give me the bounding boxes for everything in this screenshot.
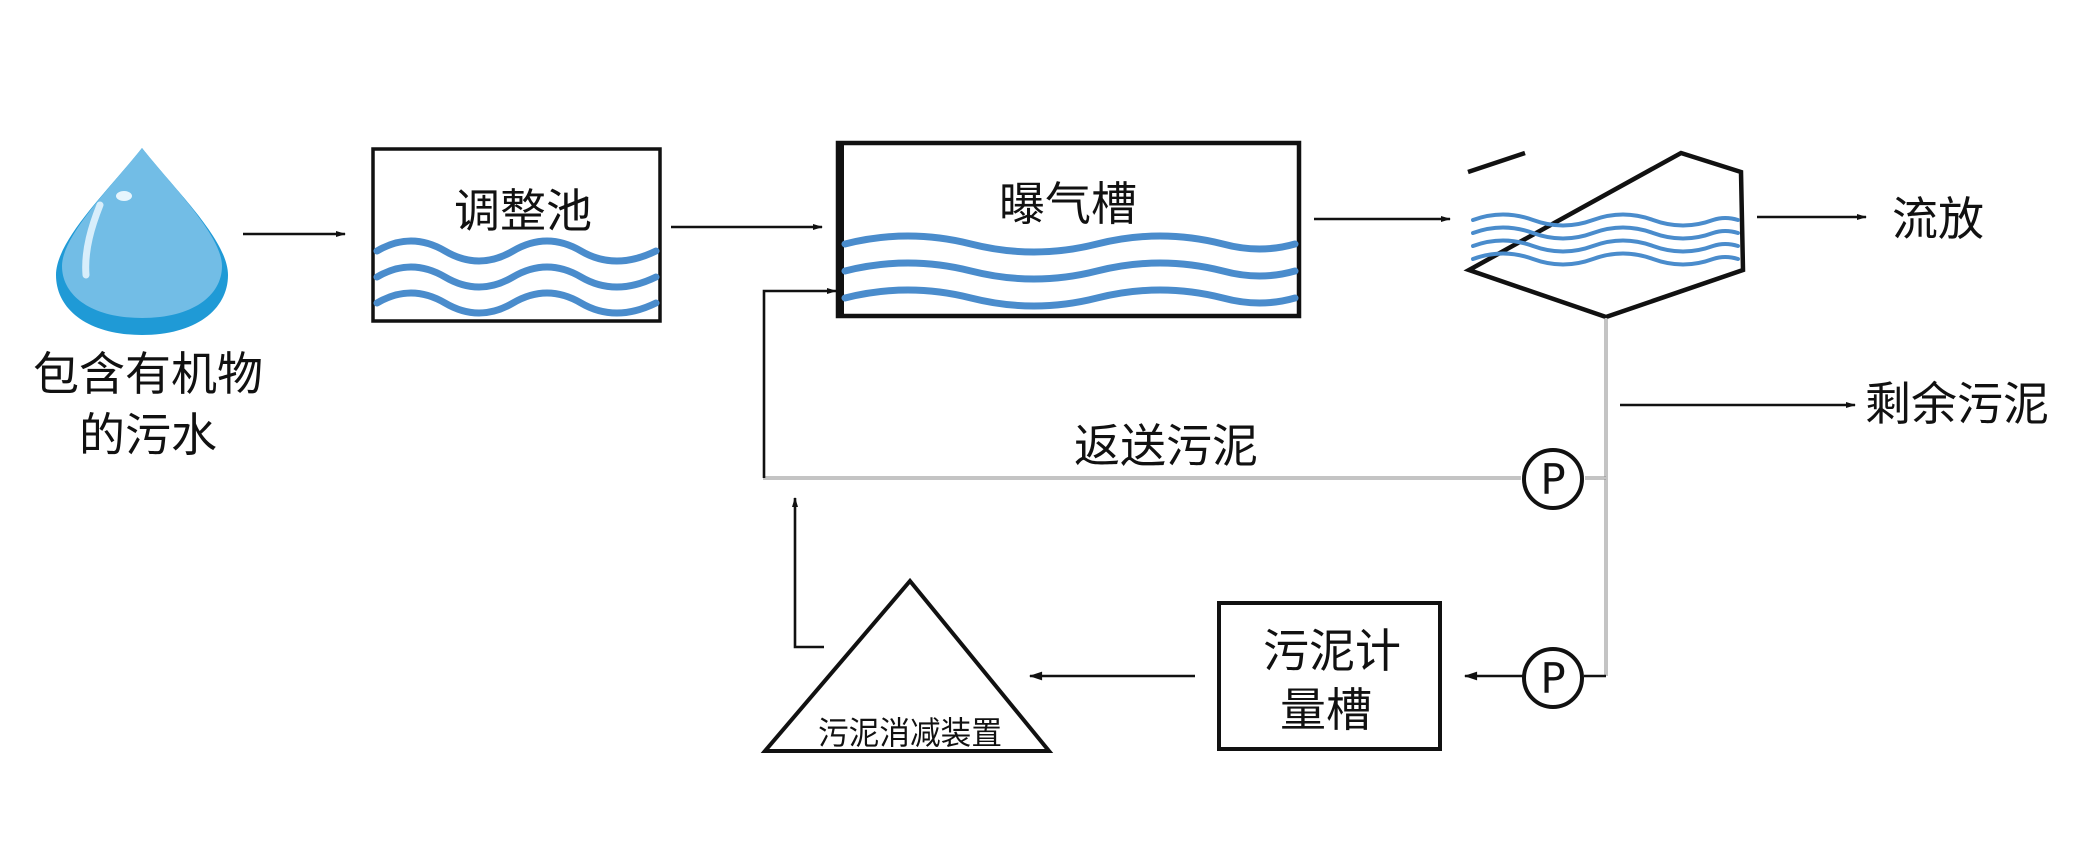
sludge-metering-tank-label-line1: 污泥计 <box>1263 624 1401 678</box>
pump-label: P <box>1540 654 1565 703</box>
source-label-line1: 包含有机物 <box>33 347 263 401</box>
pump-label: P <box>1540 455 1565 504</box>
sludge-reduction-device-label: 污泥消减装置 <box>818 714 1002 752</box>
equalization-tank-label: 调整池 <box>454 184 592 238</box>
discharge-label: 流放 <box>1892 192 1984 246</box>
source-label-line2: 的污水 <box>79 408 217 462</box>
water-droplet-icon <box>56 148 228 335</box>
equalization-tank-water-waves <box>373 237 660 317</box>
aeration-tank-label: 曝气槽 <box>999 177 1137 231</box>
settling-tank <box>1463 150 1746 320</box>
sludge-metering-tank-label-line2: 量槽 <box>1280 683 1372 737</box>
return-sludge-arrow <box>762 288 837 478</box>
sludge-reduction-device <box>760 577 1054 753</box>
reduction-return-arrow <box>792 497 824 649</box>
pump-icon: P <box>1522 647 1584 709</box>
return-sludge-label: 返送污泥 <box>1074 419 1258 473</box>
aeration-tank-water-waves <box>841 232 1299 310</box>
settling-tank-water-waves <box>1471 212 1740 267</box>
pump-icon: P <box>1522 448 1584 510</box>
excess-sludge-label: 剩余污泥 <box>1865 377 2049 431</box>
sludge-metering-tank <box>1217 601 1442 751</box>
